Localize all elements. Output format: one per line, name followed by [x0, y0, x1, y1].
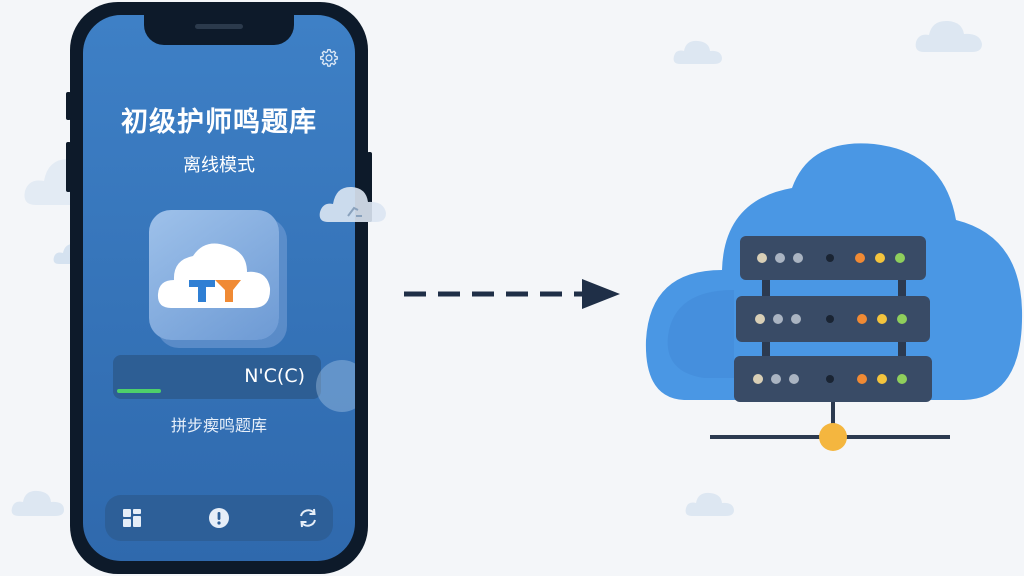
- background-cloud-icon: [11, 490, 64, 516]
- app-subtitle: 离线模式: [183, 155, 255, 176]
- phone-side-button: [66, 92, 71, 120]
- background-cloud-icon: [915, 20, 982, 52]
- grid-icon[interactable]: [121, 507, 143, 529]
- cloud-server-icon: [645, 143, 1023, 451]
- progress-fill: [117, 389, 161, 393]
- cloud-app-logo-icon[interactable]: [149, 210, 279, 340]
- server-unit: [740, 236, 926, 280]
- phone-screen: 初级护师鸣题库 离线模式 N'C(C) 拼步瘈鸣题库: [83, 15, 355, 561]
- background-cloud-icon: [673, 40, 722, 64]
- info-icon[interactable]: [208, 507, 230, 529]
- background-cloud-icon: [685, 492, 734, 516]
- background-cloud-icon: [319, 186, 386, 222]
- network-node: [819, 423, 847, 451]
- status-caption: 拼步瘈鸣题库: [170, 416, 267, 435]
- bottom-tab-bar: [105, 495, 333, 541]
- download-progress-bar: N'C(C): [113, 355, 321, 399]
- app-title: 初级护师鸣题库: [121, 107, 317, 138]
- server-unit: [734, 356, 932, 402]
- phone-side-button: [367, 152, 372, 222]
- sync-icon[interactable]: [297, 507, 319, 529]
- decorative-bubble: [316, 360, 355, 412]
- gear-icon[interactable]: [319, 48, 339, 68]
- phone-notch: [144, 15, 294, 45]
- cloud-logo-shape: [157, 243, 271, 308]
- progress-label: N'C(C): [244, 365, 305, 387]
- server-unit: [736, 296, 930, 342]
- phone-mockup: 初级护师鸣题库 离线模式 N'C(C) 拼步瘈鸣题库: [66, 2, 372, 574]
- phone-side-button: [66, 142, 71, 192]
- dashed-arrow-icon: [404, 279, 620, 309]
